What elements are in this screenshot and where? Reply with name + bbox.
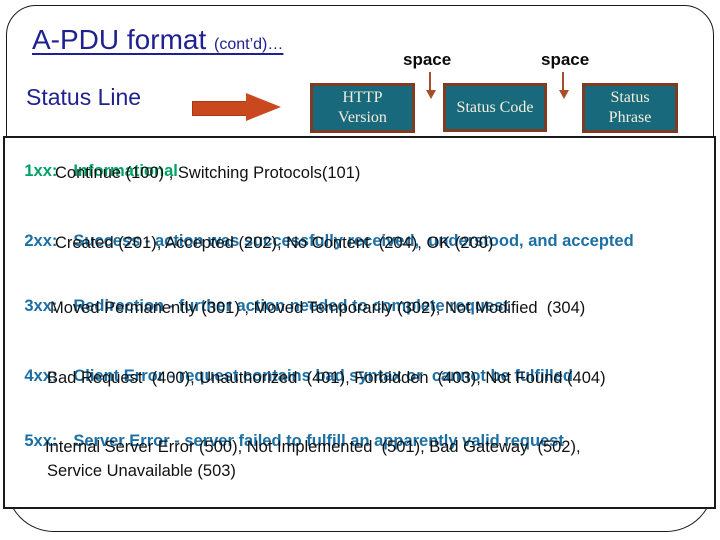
section-2xx-detail: Created (201), Accepted (202), No Conten… — [55, 234, 494, 252]
section-2xx-heading: 2xx: Success - action was successfully re… — [6, 213, 634, 270]
right-arrow-icon — [246, 93, 281, 121]
section-5xx-title: Server Error - server failed to fulfill … — [73, 432, 564, 450]
section-3xx-code: 3xx: — [24, 297, 58, 315]
section-2xx-title: Success - action was successfully receiv… — [73, 232, 634, 250]
section-4xx-heading: 4xx: Client Error - request contains bad … — [6, 348, 573, 405]
section-5xx-code: 5xx: — [24, 432, 58, 450]
section-5xx-detail-2: Service Unavailable (503) — [47, 462, 236, 480]
space-down-arrow-icon — [559, 90, 569, 99]
space-down-arrow-icon — [562, 72, 564, 91]
space-down-arrow-icon — [429, 72, 431, 91]
right-arrow-icon — [192, 101, 250, 116]
title-main: A-PDU format — [32, 24, 215, 55]
page-title: A-PDU format (cont’d)… — [32, 24, 283, 56]
section-5xx-heading: 5xx: Server Error - server failed to fulf… — [6, 413, 564, 470]
section-4xx-title: Client Error - request contains bad synt… — [73, 367, 574, 385]
status-phrase-box: Status Phrase — [582, 83, 678, 133]
section-4xx-code: 4xx: — [24, 367, 58, 385]
space-down-arrow-icon — [426, 90, 436, 99]
section-2xx-code: 2xx: — [24, 232, 58, 250]
title-suffix: (cont’d)… — [214, 36, 284, 53]
status-phrase-box-line1: Status — [610, 89, 650, 106]
http-version-box-line2: Version — [338, 109, 387, 126]
http-version-box: HTTP Version — [310, 83, 415, 133]
section-3xx-detail: Moved Permanently (301) , Moved Temporar… — [50, 299, 586, 317]
space-label-2: space — [541, 50, 590, 69]
http-version-box-line1: HTTP — [342, 89, 383, 106]
section-5xx-detail: Internal Server Error (500), Not Impleme… — [45, 438, 581, 456]
space-label-1: space — [403, 50, 452, 69]
status-code-box-line1: Status Code — [456, 98, 534, 116]
section-3xx-heading: 3xx: Redirection - further action needed … — [6, 278, 509, 335]
status-line-label: Status Line — [26, 84, 142, 110]
status-phrase-box-line2: Phrase — [608, 109, 652, 126]
section-1xx-heading: 1xx: Informational — [6, 143, 178, 200]
status-code-box: Status Code — [443, 83, 547, 132]
section-4xx-detail: Bad Request (400), Unauthorized (401), F… — [47, 369, 606, 387]
status-codes-panel — [3, 136, 716, 509]
section-1xx-code: 1xx: — [24, 162, 58, 180]
section-1xx-title: Informational — [73, 162, 178, 180]
section-1xx-detail: Continue (100) , Switching Protocols(101… — [55, 164, 361, 182]
section-3xx-title: Redirection - further action needed to c… — [73, 297, 509, 315]
